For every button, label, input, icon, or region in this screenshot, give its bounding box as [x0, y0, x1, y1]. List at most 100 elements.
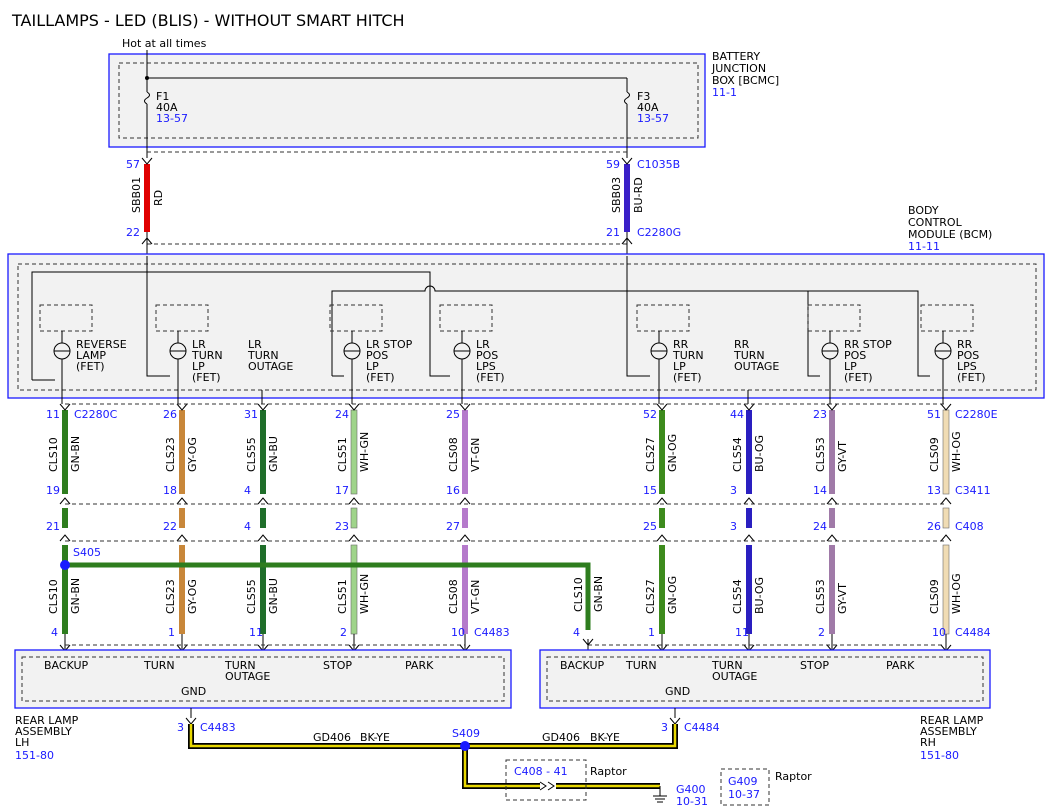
wire-circuit-label: CLS53 — [814, 579, 827, 614]
pin-arrow — [348, 497, 360, 505]
feed-sbb01-bottom-pin: 22 — [126, 226, 140, 239]
connector-c2280e: C2280E — [955, 408, 998, 421]
pin-arrow — [348, 403, 360, 411]
bcm-output-label: (FET) — [957, 371, 986, 384]
wire-circuit-label: CLS27 — [644, 579, 657, 614]
bcm-output-label: OUTAGE — [248, 360, 293, 373]
wire-segment-cls27 — [659, 410, 665, 494]
c408-ground-pin: C408 - 41 — [514, 765, 568, 778]
wire-c3411-pin: 3 — [730, 484, 737, 497]
lamp-rh-ref: 151-80 — [920, 749, 959, 762]
lh-gnd-connector: C4483 — [200, 721, 236, 734]
connector-c4483: C4483 — [474, 626, 510, 639]
lamp-lh-inner-outline — [21, 656, 505, 702]
wire-c408-pin: 23 — [335, 520, 349, 533]
c408-ground-arrow-2 — [547, 781, 555, 791]
wire-color-label: VT-GN — [469, 580, 482, 614]
pin-arrow — [656, 534, 668, 542]
pin-arrow-57 — [141, 157, 153, 165]
wire-lamp-pin: 2 — [340, 626, 347, 639]
bcm-output-label: LPS — [957, 360, 977, 373]
bcm-output-dashed-box — [920, 304, 974, 332]
wire-circuit-label: CLS10 — [47, 579, 60, 614]
lamp-rh-label-stop: STOP — [800, 659, 829, 672]
lamp-rh-label-backup: BACKUP — [560, 659, 605, 672]
bcm-output-label: LP — [844, 360, 857, 373]
bcm-rr-turn-feed — [626, 256, 650, 377]
bjb-label-line-2: JUNCTION — [711, 62, 766, 75]
wire-bcm-pin: 23 — [813, 408, 827, 421]
pin-arrow — [940, 534, 952, 542]
pin-arrow — [59, 497, 71, 505]
feed-sbb03-top-pin: 59 — [606, 158, 620, 171]
pin-arrow — [176, 497, 188, 505]
connector-c2280c: C2280C — [74, 408, 118, 421]
bjb-ref: 11-1 — [712, 86, 737, 99]
lamp-rh-label-turn: TURN — [625, 659, 657, 672]
feed-sbb03-color: BU-RD — [632, 177, 645, 213]
bcm-output-label: LR STOP — [366, 338, 413, 351]
wire-segment-cls09 — [942, 507, 950, 529]
feed-sbb01-color: RD — [152, 190, 165, 206]
bjb-junction-dot — [145, 76, 149, 80]
lamp-rh-name-line-3: RH — [920, 736, 936, 749]
feed-sbb03-bottom-pin: 21 — [606, 226, 620, 239]
wire-segment-cls09 — [942, 544, 950, 635]
lamp-rh-name-line-1: REAR LAMP — [920, 714, 984, 727]
g409-ref: 10-37 — [728, 788, 760, 801]
bcm-output-label: RR — [734, 338, 750, 351]
bcm-internal-bus-left — [146, 256, 431, 377]
wire-segment-cls53 — [829, 410, 835, 494]
g409-raptor-note: Raptor — [775, 770, 812, 783]
wire-color-label: GN-BN — [69, 578, 82, 614]
bcm-label-line-2: CONTROL — [908, 216, 963, 229]
bcm-output-label: LR — [248, 338, 262, 351]
gd406-circuit-right: GD406 — [542, 731, 580, 744]
wire-segment-cls08 — [462, 410, 468, 494]
rear-lamp-assembly-rh — [539, 649, 991, 709]
bcm-output-label: (FET) — [366, 371, 395, 384]
lh-gnd-pin-arrow — [185, 717, 197, 725]
lamp-rh-gnd: GND — [665, 685, 690, 698]
wire-segment-cls08 — [462, 545, 468, 634]
bcm-output-label: LAMP — [76, 349, 106, 362]
bcm-output-label: POS — [366, 349, 388, 362]
connector-c408: C408 — [955, 520, 984, 533]
wire-lamp-pin: 2 — [818, 626, 825, 639]
lamp-rh-label-turn-outage-2: OUTAGE — [712, 670, 757, 683]
wire-segment-cls54 — [746, 545, 752, 634]
lamp-rh-label-turn-outage-1: TURN — [711, 659, 743, 672]
pin-arrow — [656, 497, 668, 505]
rh-backup-circuit: CLS10 — [572, 577, 585, 612]
pin-arrow — [459, 497, 471, 505]
wire-bcm-pin: 31 — [244, 408, 258, 421]
lh-gnd-pin: 3 — [177, 721, 184, 734]
wire-color-label: GN-OG — [666, 434, 679, 472]
bcm-output-label: LPS — [476, 360, 496, 373]
rear-lamp-assembly-lh — [14, 649, 512, 709]
bcm-output-label: TURN — [191, 349, 223, 362]
bcm-output-label: TURN — [733, 349, 765, 362]
bcm-output-label: TURN — [247, 349, 279, 362]
wire-c408-pin: 22 — [163, 520, 177, 533]
wire-circuit-label: CLS08 — [447, 579, 460, 614]
wire-color-label: GN-BN — [69, 436, 82, 472]
wire-segment-cls54 — [746, 410, 752, 494]
wire-circuit-label: CLS53 — [814, 437, 827, 472]
lamp-lh-name-line-3: LH — [15, 736, 29, 749]
lamp-lh-label-backup: BACKUP — [44, 659, 89, 672]
wire-bcm-pin: 11 — [46, 408, 60, 421]
wire-circuit-label: CLS10 — [47, 437, 60, 472]
wire-segment-cls23 — [179, 545, 185, 634]
battery-junction-box — [108, 53, 706, 148]
lamp-lh-gnd: GND — [181, 685, 206, 698]
fuse-f1-amps: 40A — [156, 101, 178, 114]
lamp-lh-ref: 151-80 — [15, 749, 54, 762]
pin-arrow — [826, 534, 838, 542]
wire-circuit-label: CLS23 — [164, 579, 177, 614]
c408-raptor-outline — [505, 759, 587, 801]
wire-lamp-pin: 11 — [249, 626, 263, 639]
wire-circuit-label: CLS51 — [336, 579, 349, 614]
connector-c1035b: C1035B — [637, 158, 680, 171]
bcm-ref: 11-11 — [908, 240, 940, 253]
